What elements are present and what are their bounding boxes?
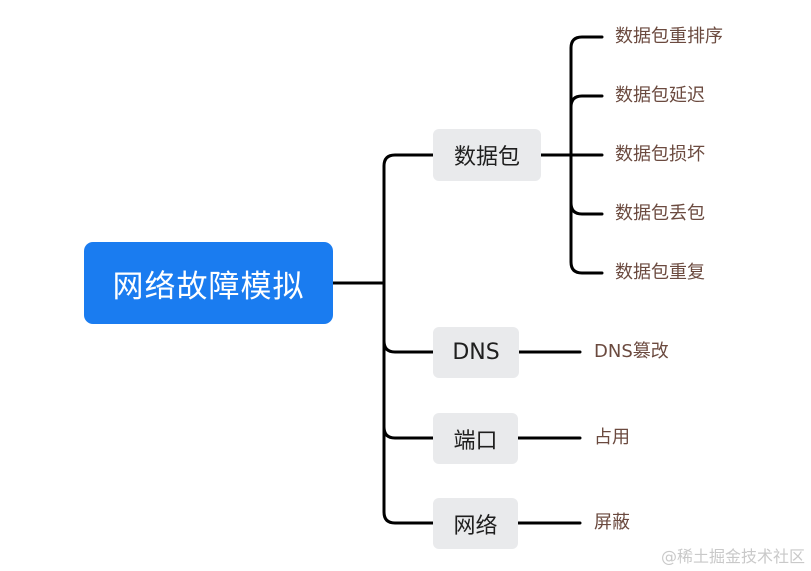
leaf-packet-delay: 数据包延迟 (615, 85, 705, 106)
leaf-packet-duplicate: 数据包重复 (615, 262, 705, 283)
branch-node-dns: DNS (433, 327, 519, 378)
leaf-network-block: 屏蔽 (594, 512, 630, 533)
branch-node-label: 数据包 (453, 145, 520, 170)
leaf-packet-reorder: 数据包重排序 (615, 26, 723, 47)
branch-node-network: 网络 (433, 498, 518, 549)
leaf-port-occupy: 占用 (594, 427, 630, 448)
branch-node-label: DNS (452, 340, 500, 365)
branch-node-packet: 数据包 (433, 129, 541, 181)
leaf-packet-corrupt: 数据包损坏 (615, 144, 705, 165)
root-node: 网络故障模拟 (84, 242, 333, 324)
leaf-packet-loss: 数据包丢包 (615, 203, 705, 224)
watermark: @稀土掘金技术社区 (660, 547, 805, 566)
branch-node-port: 端口 (433, 413, 518, 464)
root-node-label: 网络故障模拟 (112, 268, 305, 305)
branch-node-label: 端口 (453, 428, 498, 454)
leaf-dns-tamper: DNS篡改 (594, 341, 669, 362)
branch-node-label: 网络 (453, 513, 498, 539)
